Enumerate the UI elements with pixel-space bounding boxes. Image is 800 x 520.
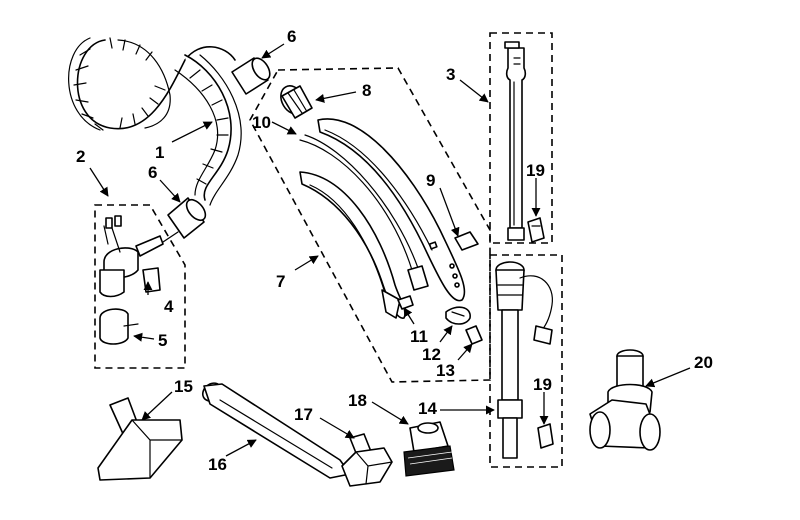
dusting-brush-18 xyxy=(403,421,455,477)
callout-6-top: 6 xyxy=(287,27,296,46)
callout-8: 8 xyxy=(362,81,371,100)
clip-12 xyxy=(445,306,471,325)
clip-13 xyxy=(465,325,483,345)
handle-group-box xyxy=(249,67,491,383)
callout-17: 17 xyxy=(294,405,313,424)
callout-10: 10 xyxy=(252,113,271,132)
callout-18: 18 xyxy=(348,391,367,410)
callout-7: 7 xyxy=(276,272,285,291)
cord-connector-2 xyxy=(99,215,164,298)
callout-11: 11 xyxy=(410,327,428,346)
hose-cuff-lower xyxy=(159,197,207,245)
clip-19-upper xyxy=(527,217,545,243)
hose-cuff-top xyxy=(231,57,271,95)
callout-15: 15 xyxy=(174,377,193,396)
callout-20: 20 xyxy=(694,353,713,372)
handle-upper-half xyxy=(317,118,466,302)
callout-6-lower: 6 xyxy=(148,163,157,182)
callout-12: 12 xyxy=(422,345,441,364)
switch-part-11 xyxy=(397,295,414,310)
lower-wand-14 xyxy=(495,261,553,459)
callout-1: 1 xyxy=(155,143,164,162)
callout-5: 5 xyxy=(158,331,167,350)
callout-16: 16 xyxy=(208,455,227,474)
lower-wand-box xyxy=(489,254,563,468)
callout-labels: 1 2 3 4 5 6 6 7 8 9 10 11 12 13 14 15 16… xyxy=(76,27,713,474)
callout-13: 13 xyxy=(436,361,455,380)
callout-4: 4 xyxy=(164,297,174,316)
handle-switch-9 xyxy=(454,231,479,251)
handle-lower-half-7 xyxy=(299,171,406,319)
callout-9: 9 xyxy=(426,171,435,190)
upper-wand-3 xyxy=(504,41,527,241)
upper-wand-box xyxy=(489,32,553,244)
callout-3: 3 xyxy=(446,65,455,84)
callout-19-upper: 19 xyxy=(526,161,545,180)
swivel-connector xyxy=(280,85,313,119)
leader-lines xyxy=(89,43,691,457)
callout-14: 14 xyxy=(418,399,437,418)
upholstery-tool-17 xyxy=(341,433,393,487)
wire-harness-10 xyxy=(299,134,429,291)
callout-2: 2 xyxy=(76,147,85,166)
callout-19-lower: 19 xyxy=(533,375,552,394)
floor-tool-15 xyxy=(97,397,183,481)
turbo-nozzle-20 xyxy=(589,349,661,451)
cap-5 xyxy=(99,308,139,345)
bracket-4 xyxy=(142,267,161,293)
clip-19-lower xyxy=(537,423,554,449)
